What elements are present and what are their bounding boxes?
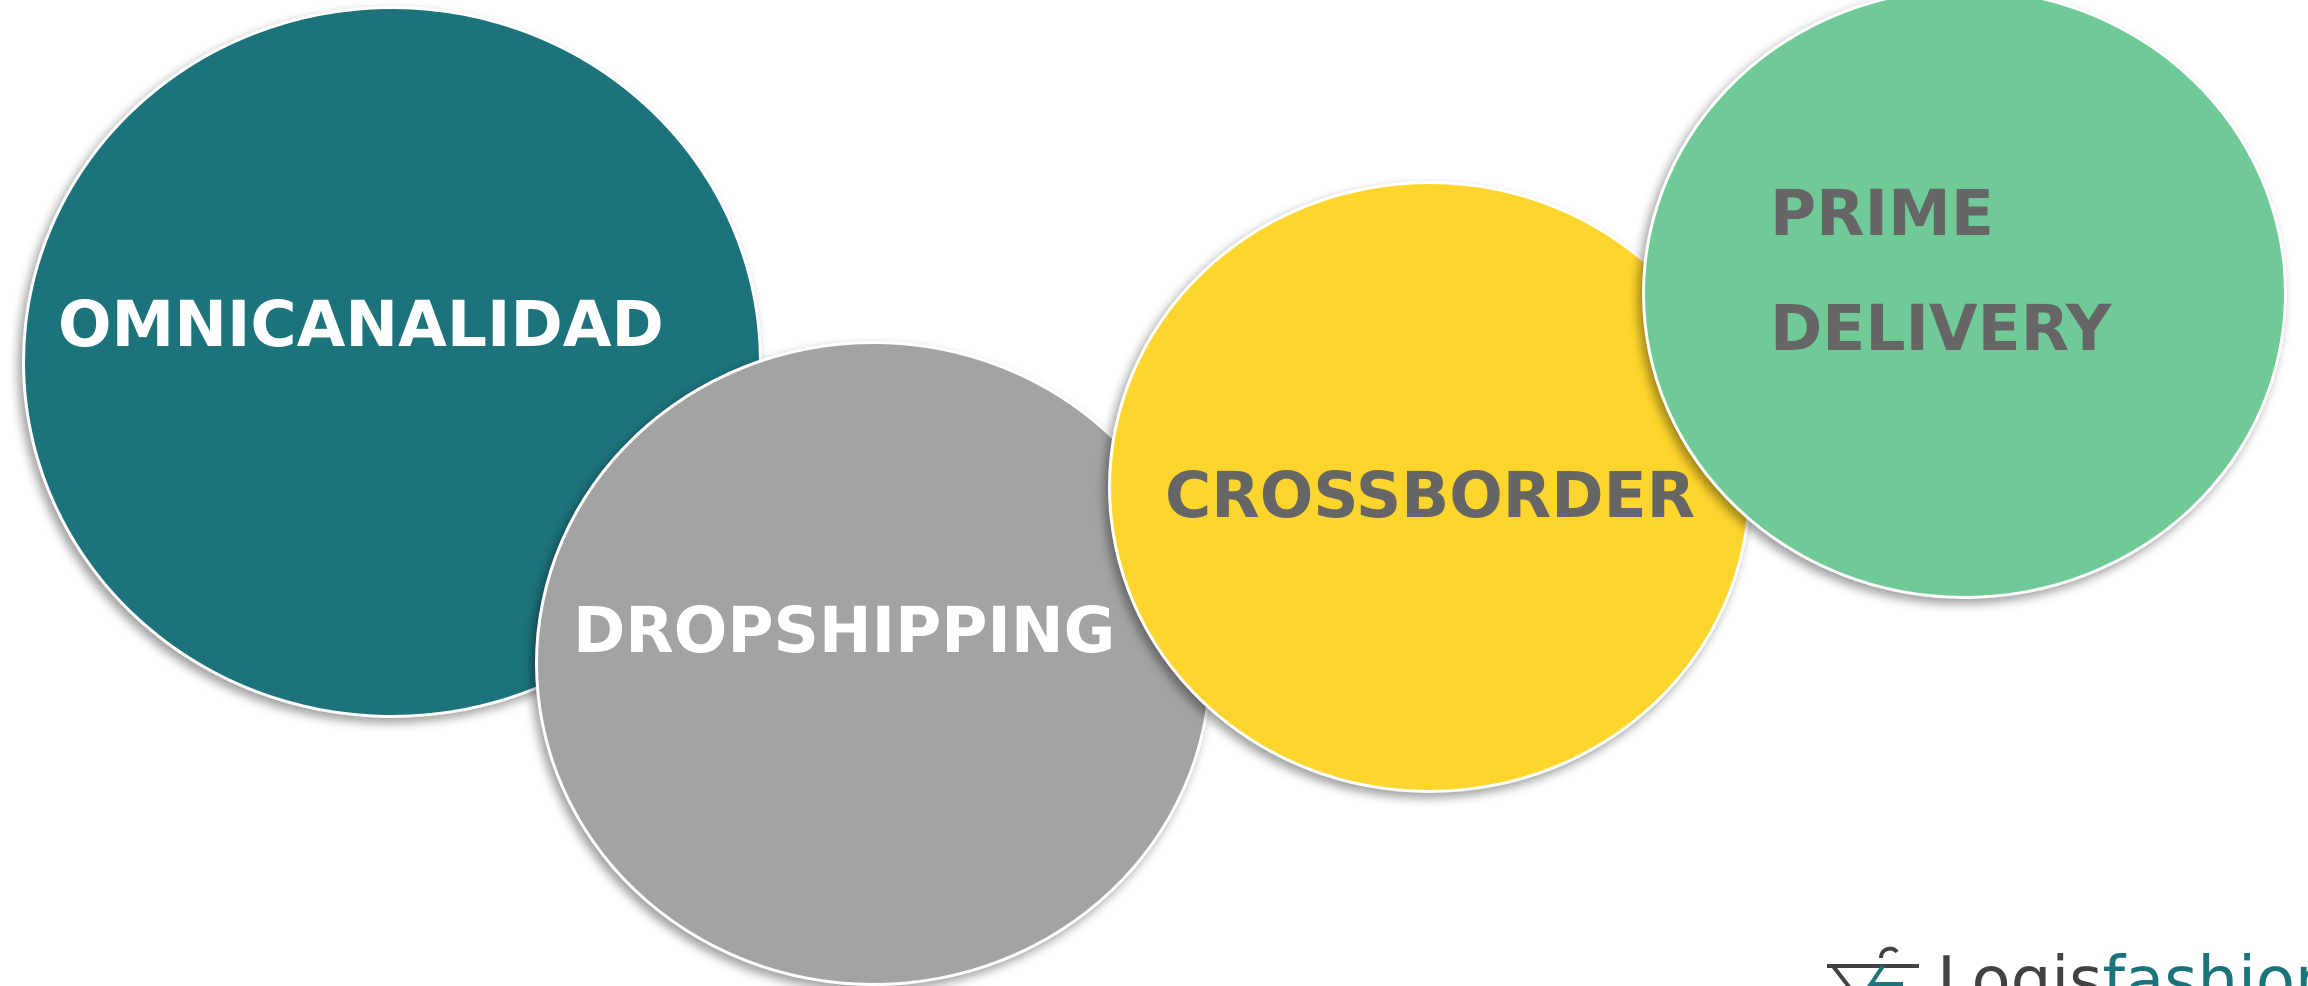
omnicanalidad-label: OMNICANALIDAD [58, 288, 664, 361]
dropshipping-label: DROPSHIPPING [573, 594, 1116, 667]
logo-text-dark: Logis [1937, 944, 2103, 986]
company-logo: Logisfashion [1815, 935, 2308, 986]
crossborder-label: CROSSBORDER [1165, 459, 1696, 532]
prime-delivery-circle [1642, 0, 2287, 599]
logo-wordmark: Logisfashion [1937, 949, 2308, 986]
logo-text-accent: fashion [2102, 944, 2308, 986]
dropshipping-circle [535, 341, 1212, 986]
prime-delivery-label-line-2: DELIVERY [1770, 292, 2112, 365]
prime-delivery-label-line-1: PRIME [1770, 177, 1994, 250]
hanger-box-icon [1827, 946, 1919, 986]
